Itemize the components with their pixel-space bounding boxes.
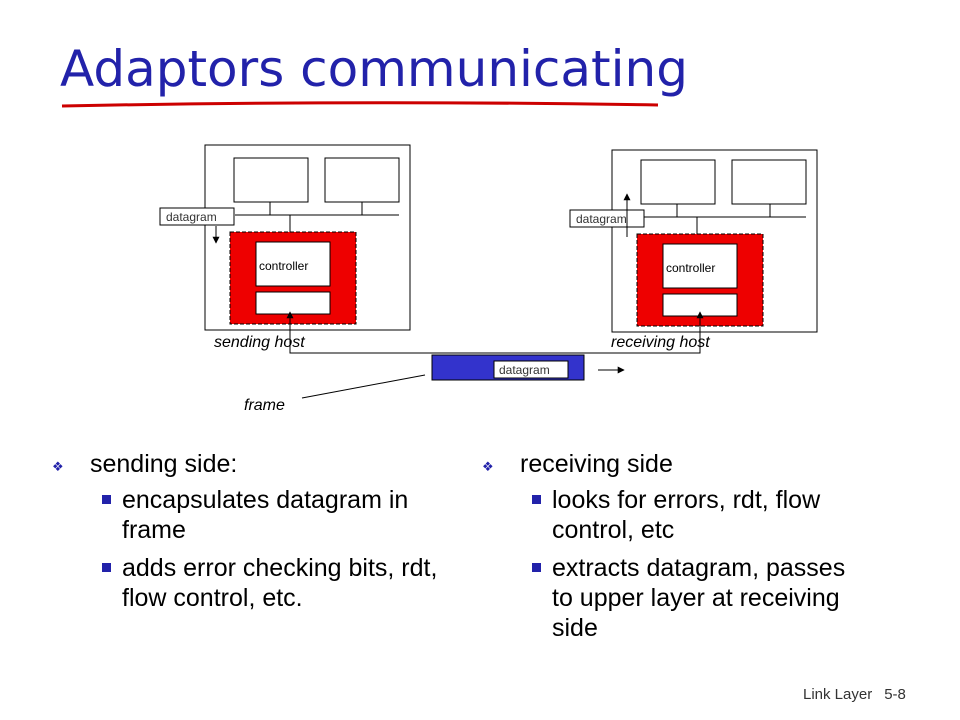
frame: datagram frame — [244, 354, 625, 414]
receiving-cpu-box — [640, 159, 716, 205]
frame-datagram-box — [493, 360, 569, 379]
diamond-bullet-icon: ❖ — [482, 459, 494, 474]
diamond-bullet-icon: ❖ — [52, 459, 64, 474]
adaptor-diagram: controller datagram sending host control… — [159, 144, 818, 414]
footer-page: 5-8 — [884, 686, 906, 703]
receiving-datagram-box — [569, 209, 645, 228]
receiving-host: controller datagram receiving host — [569, 149, 818, 351]
slide-footer: Link Layer 5-8 — [803, 686, 918, 703]
receiving-controller-label: controller — [666, 261, 715, 275]
receiving-memory-box — [731, 159, 807, 205]
receiving-side-column: ❖ receiving side looks for errors, rdt, … — [482, 450, 862, 651]
sending-side-column: ❖ sending side: encapsulates datagram in… — [52, 450, 442, 621]
sending-host-label: sending host — [214, 334, 305, 351]
frame-pointer-line — [301, 374, 426, 399]
sending-datagram-box — [159, 207, 235, 226]
sending-controller-label: controller — [259, 259, 308, 273]
link-line — [289, 314, 701, 354]
sending-datagram-label: datagram — [166, 210, 217, 224]
receiving-host-label: receiving host — [611, 334, 710, 351]
receiving-side-heading-item: ❖ receiving side — [482, 450, 862, 479]
title-underline — [61, 101, 659, 108]
sending-cpu-box — [233, 157, 309, 203]
sending-host: controller datagram sending host — [159, 144, 411, 351]
square-bullet-icon — [532, 495, 541, 504]
frame-datagram-label: datagram — [499, 363, 550, 377]
square-bullet-icon — [102, 563, 111, 572]
sending-controller-box — [255, 241, 331, 287]
receiving-item-1: looks for errors, rdt, flow control, etc — [552, 486, 821, 544]
list-item: looks for errors, rdt, flow control, etc — [520, 485, 862, 545]
list-item: extracts datagram, passes to upper layer… — [520, 553, 862, 643]
square-bullet-icon — [532, 563, 541, 572]
footer-chapter: Link Layer — [803, 686, 873, 703]
receiving-datagram-label: datagram — [576, 212, 627, 226]
receiving-item-2: extracts datagram, passes to upper layer… — [552, 554, 846, 642]
sending-item-2: adds error checking bits, rdt, flow cont… — [122, 554, 438, 612]
receiving-side-heading: receiving side — [520, 450, 673, 478]
receiving-controller-box — [662, 243, 738, 289]
sending-item-1: encapsulates datagram in frame — [122, 486, 409, 544]
sending-buffer-box — [255, 291, 331, 315]
square-bullet-icon — [102, 495, 111, 504]
frame-label: frame — [244, 397, 285, 414]
sending-memory-box — [324, 157, 400, 203]
link — [286, 311, 704, 354]
list-item: adds error checking bits, rdt, flow cont… — [90, 553, 442, 613]
sending-side-heading: sending side: — [90, 450, 238, 478]
slide-title: Adaptors communicating — [60, 40, 688, 98]
sending-side-heading-item: ❖ sending side: — [52, 450, 442, 479]
list-item: encapsulates datagram in frame — [90, 485, 442, 545]
